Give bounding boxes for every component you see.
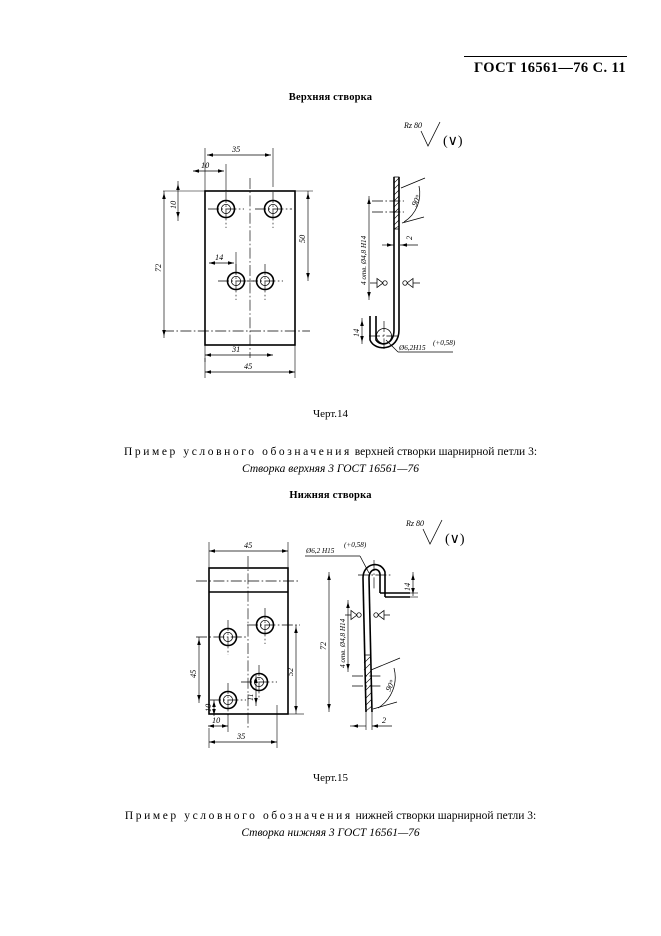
dim-label-45-top: 45 xyxy=(244,362,252,371)
barrel-dia-leader-bottom: Ø6,2 Н15 (+0,58) xyxy=(305,541,370,574)
dim-label-14-fold-bottom: 14 xyxy=(403,583,412,591)
example-suffix-top: верхней створки шарнирной петли 3: xyxy=(354,446,538,458)
dim-label-35-top: 35 xyxy=(231,145,240,154)
figure-caption-15: Черт.15 xyxy=(312,772,349,784)
example-prefix-top: Пример условного обозначения xyxy=(123,446,352,458)
dim-72-top: 72 xyxy=(154,191,166,338)
rz-label-bottom: Rz 80 xyxy=(405,519,424,528)
dim-label-11-bottom: 11 xyxy=(246,693,255,701)
example-designation-top: Створка верхняя 3 ГОСТ 16561—76 xyxy=(242,463,419,475)
holes-note-bottom: 4 отв. Ø4,8 Н14 xyxy=(339,600,350,672)
dim-label-45v-bottom: 45 xyxy=(189,670,198,678)
dim-10-left-top: 10 xyxy=(163,181,205,221)
holes-note-label-bottom: 4 отв. Ø4,8 Н14 xyxy=(339,618,347,668)
dim-label-50-top: 50 xyxy=(298,235,307,243)
datum-marks-top xyxy=(370,277,420,289)
rz-bracket-bottom: (∨) xyxy=(445,532,465,547)
dim-2-top: 2 xyxy=(382,236,418,247)
dim-2-bottom: 2 xyxy=(350,712,392,730)
side-view-bottom: 90° 2 72 xyxy=(305,541,418,730)
example-designation-bottom: Створка нижняя 3 ГОСТ 16561—76 xyxy=(241,827,420,839)
example-prefix-bottom: Пример условного обозначения xyxy=(124,810,353,822)
barrel-tol-label-top: (+0,58) xyxy=(433,339,456,347)
dim-14-fold-bottom: 14 xyxy=(403,572,418,598)
section-title-bottom: Нижняя створка xyxy=(289,490,372,501)
surface-finish-symbol-bottom: Rz 80 (∨) xyxy=(405,519,465,547)
dim-label-2-top: 2 xyxy=(405,236,414,240)
dim-72-bottom: 72 xyxy=(319,572,331,712)
dim-label-31-top: 31 xyxy=(231,345,240,354)
rz-label-top: Rz 80 xyxy=(403,121,422,130)
dim-label-2-bottom: 2 xyxy=(382,716,386,725)
dim-label-14-fold-top: 14 xyxy=(352,329,361,337)
surface-finish-symbol-top: Rz 80 (∨) xyxy=(403,121,463,149)
dim-10-left-bottom: 10 xyxy=(204,700,216,716)
dim-label-14-top: 14 xyxy=(215,253,223,262)
dim-label-35-bottom: 35 xyxy=(236,732,245,741)
example-line-bottom: Пример условного обозначения нижней ство… xyxy=(0,810,661,822)
dim-11-bottom: 11 xyxy=(246,675,258,706)
dim-35-bottom: 35 xyxy=(208,705,278,748)
dim-45-bottom: 45 xyxy=(208,541,289,568)
holes-bottom-view xyxy=(196,608,300,717)
dim-31-top: 31 xyxy=(204,345,273,362)
dim-label-72-bottom: 72 xyxy=(319,642,328,650)
side-view-top: 90° 2 4 отв. Ø4,8 Н14 xyxy=(352,176,456,353)
barrel-dia-label-top: Ø6,2Н15 xyxy=(398,344,426,352)
header-rule xyxy=(464,56,627,57)
dim-label-45-bottom: 45 xyxy=(244,541,252,550)
barrel-dia-label-bottom: Ø6,2 Н15 xyxy=(305,547,335,555)
dim-label-10-left-bottom: 10 xyxy=(204,704,213,712)
dim-50-top: 50 xyxy=(295,190,313,281)
dim-label-10-bottom: 10 xyxy=(212,716,220,725)
dim-10-top: 10 xyxy=(193,161,227,191)
dim-label-10-left-top: 10 xyxy=(169,201,178,209)
dim-45-top: 45 xyxy=(204,345,296,378)
dim-14-fold-top: 14 xyxy=(352,318,364,344)
dim-10-bottom: 10 xyxy=(208,714,229,732)
section-title-top: Верхняя створка xyxy=(288,92,373,103)
example-suffix-bottom: нижней створки шарнирной петли 3: xyxy=(355,810,537,822)
rz-bracket-top: (∨) xyxy=(443,134,463,149)
barrel-dia-leader-top: Ø6,2Н15 (+0,58) xyxy=(385,339,456,353)
example-line-top: Пример условного обозначения верхней ств… xyxy=(0,446,661,458)
dim-52-bottom: 52 xyxy=(286,625,304,715)
barrel-tol-label-bottom: (+0,58) xyxy=(344,541,367,549)
figure-caption-14: Черт.14 xyxy=(312,408,349,420)
dim-label-10-top: 10 xyxy=(201,161,209,170)
dim-14-top: 14 xyxy=(209,252,237,274)
holes-note-top: 4 отв. Ø4,8 Н14 xyxy=(360,196,371,300)
dim-label-52-bottom: 52 xyxy=(286,668,295,676)
page-header-standard: ГОСТ 16561—76 С. 11 xyxy=(474,60,626,76)
plate-outline-bottom xyxy=(208,567,289,715)
holes-note-label-top: 4 отв. Ø4,8 Н14 xyxy=(360,235,368,285)
dim-45v-bottom: 45 xyxy=(189,637,201,703)
dim-35-top: 35 xyxy=(204,145,274,191)
datum-marks-bottom xyxy=(345,609,390,621)
dim-label-72-top: 72 xyxy=(154,264,163,272)
